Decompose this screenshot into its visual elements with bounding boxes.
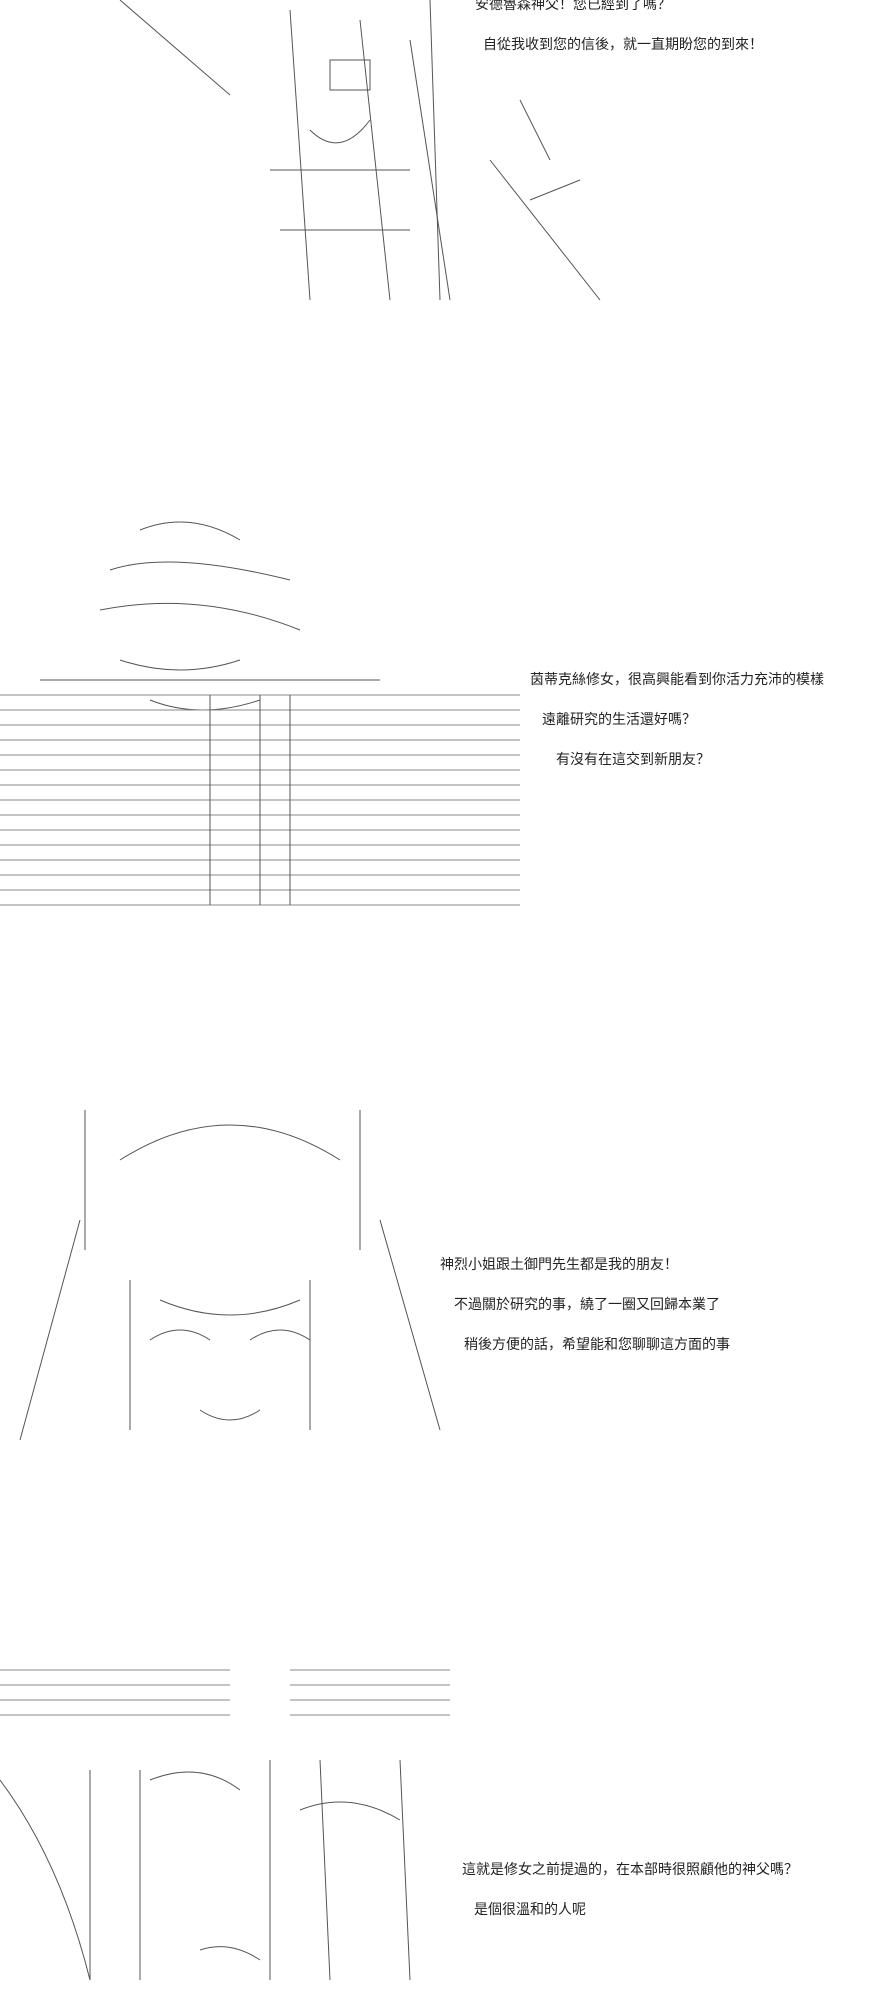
dialogue-line: 稍後方便的話，希望能和您聊聊這方面的事 bbox=[464, 1337, 730, 1353]
dialogue-line: 自從我收到您的信後，就一直期盼您的到來！ bbox=[483, 37, 763, 53]
dialogue-panel-1: 安德魯森神父！您已經到了嗎？ 自從我收到您的信後，就一直期盼您的到來！ bbox=[475, 0, 763, 75]
panel-1: 安德魯森神父！您已經到了嗎？ 自從我收到您的信後，就一直期盼您的到來！ bbox=[0, 0, 878, 330]
dialogue-panel-3: 神烈小姐跟土御門先生都是我的朋友！ 不過關於研究的事，繞了一圈又回歸本業了 稍後… bbox=[440, 1255, 730, 1375]
dialogue-line: 不過關於研究的事，繞了一圈又回歸本業了 bbox=[454, 1297, 720, 1313]
ascii-art-priest-and-nun-standing-icon bbox=[110, 0, 610, 320]
panel-3: 神烈小姐跟土御門先生都是我的朋友！ 不過關於研究的事，繞了一圈又回歸本業了 稍後… bbox=[0, 1100, 878, 1470]
ascii-art-two-characters-talking-icon bbox=[0, 1660, 470, 1990]
dialogue-line: 遠離研究的生活還好嗎？ bbox=[542, 712, 696, 728]
dialogue-line: 茵蒂克絲修女，很高興能看到你活力充沛的模樣 bbox=[530, 672, 824, 688]
ascii-art-nun-smiling-icon bbox=[0, 1100, 460, 1460]
panel-4: 這就是修女之前提過的，在本部時很照顧他的神父嗎？ 是個很溫和的人呢 bbox=[0, 1660, 878, 2000]
dialogue-panel-4: 這就是修女之前提過的，在本部時很照顧他的神父嗎？ 是個很溫和的人呢 bbox=[462, 1860, 798, 1940]
ascii-art-priest-portrait-icon bbox=[0, 510, 540, 910]
dialogue-line: 安德魯森神父！您已經到了嗎？ bbox=[475, 0, 671, 13]
dialogue-line: 有沒有在這交到新朋友？ bbox=[556, 752, 710, 768]
dialogue-line: 神烈小姐跟土御門先生都是我的朋友！ bbox=[440, 1257, 678, 1273]
dialogue-panel-2: 茵蒂克絲修女，很高興能看到你活力充沛的模樣 遠離研究的生活還好嗎？ 有沒有在這交… bbox=[530, 670, 824, 790]
dialogue-line: 是個很溫和的人呢 bbox=[474, 1902, 586, 1918]
dialogue-line: 這就是修女之前提過的，在本部時很照顧他的神父嗎？ bbox=[462, 1862, 798, 1878]
panel-2: 茵蒂克絲修女，很高興能看到你活力充沛的模樣 遠離研究的生活還好嗎？ 有沒有在這交… bbox=[0, 510, 878, 920]
